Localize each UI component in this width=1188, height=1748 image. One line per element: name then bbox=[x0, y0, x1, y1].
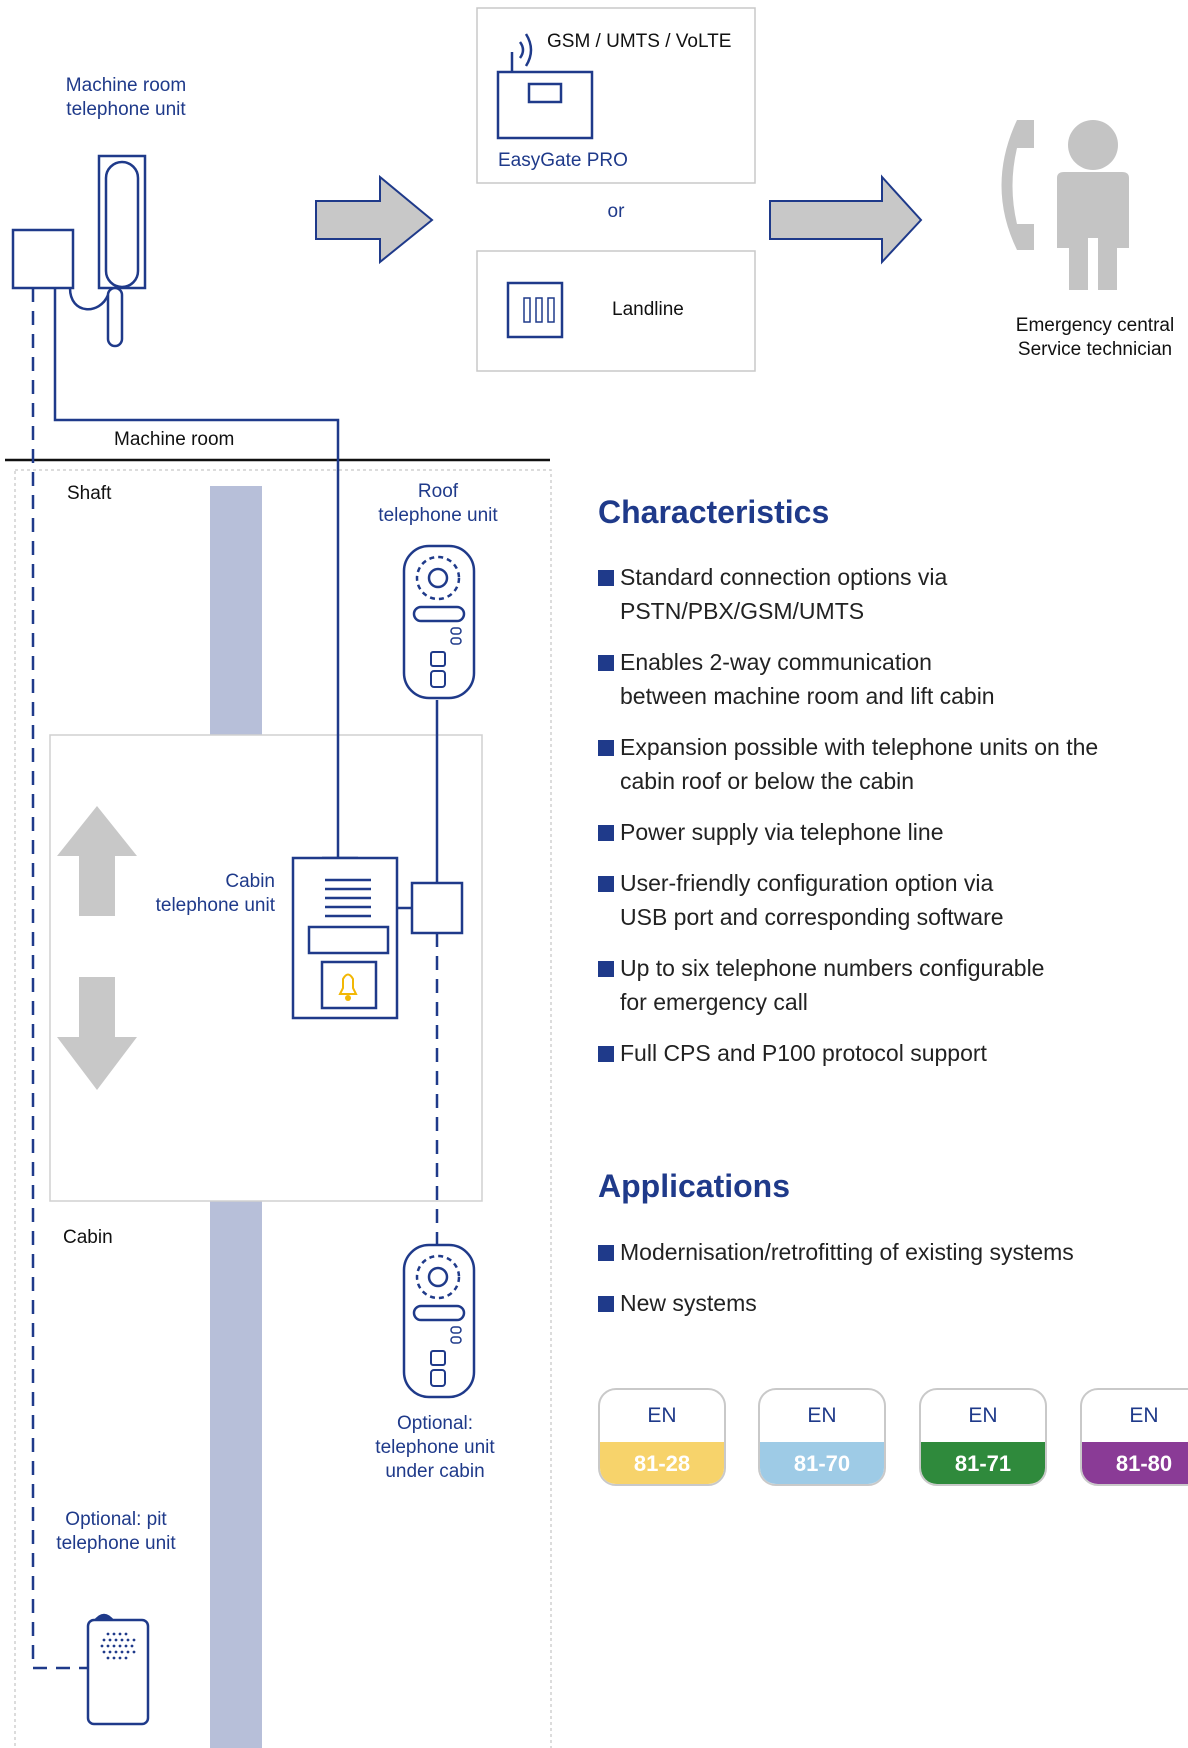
list-item-text: Enables 2-way communication between mach… bbox=[620, 649, 995, 709]
bullet-square-icon bbox=[598, 1245, 614, 1261]
up-arrow-icon bbox=[57, 806, 137, 916]
list-item: Power supply via telephone line bbox=[598, 815, 1178, 849]
badge-code: 81-80 bbox=[1082, 1442, 1188, 1484]
shaft-outline bbox=[14, 469, 552, 1748]
pit-connection-line bbox=[31, 288, 88, 1670]
cabin-unit-label: Cabin telephone unit bbox=[155, 871, 275, 916]
characteristics-list: Standard connection options via PSTN/PBX… bbox=[598, 560, 1178, 1087]
landline-socket-icon bbox=[506, 281, 564, 339]
flow-arrow-2 bbox=[769, 174, 923, 265]
landline-label: Landline bbox=[612, 299, 684, 320]
pit-unit-label: Optional: pit telephone unit bbox=[56, 1509, 176, 1554]
pit-telephone-unit bbox=[86, 1613, 150, 1726]
list-item-text: User-friendly configuration option via U… bbox=[620, 870, 1004, 930]
applications-list: Modernisation/retrofitting of existing s… bbox=[598, 1235, 1178, 1337]
list-item: New systems bbox=[598, 1286, 1178, 1320]
characteristics-heading: Characteristics bbox=[598, 494, 830, 530]
list-item-text: Up to six telephone numbers configurable… bbox=[620, 955, 1045, 1015]
list-item: Expansion possible with telephone units … bbox=[598, 730, 1178, 798]
shaft-label: Shaft bbox=[67, 483, 112, 504]
bell-icon bbox=[338, 973, 358, 1001]
bullet-square-icon bbox=[598, 961, 614, 977]
standard-badge: EN 81-80 bbox=[1080, 1388, 1188, 1486]
standard-badge: EN 81-71 bbox=[919, 1388, 1047, 1486]
or-label: or bbox=[607, 201, 625, 222]
bullet-square-icon bbox=[598, 825, 614, 841]
list-item: Standard connection options via PSTN/PBX… bbox=[598, 560, 1178, 628]
list-item-text: Expansion possible with telephone units … bbox=[620, 734, 1099, 794]
bullet-square-icon bbox=[598, 570, 614, 586]
under-cabin-unit-label: Optional: telephone unit under cabin bbox=[375, 1413, 495, 1482]
bullet-square-icon bbox=[598, 655, 614, 671]
bullet-square-icon bbox=[598, 1296, 614, 1312]
person-icon bbox=[1057, 120, 1129, 290]
bullet-square-icon bbox=[598, 876, 614, 892]
standard-badge: EN 81-28 bbox=[598, 1388, 726, 1486]
down-arrow-icon bbox=[57, 977, 137, 1090]
list-item: User-friendly configuration option via U… bbox=[598, 866, 1178, 934]
list-item-text: Standard connection options via PSTN/PBX… bbox=[620, 564, 948, 624]
badge-code: 81-70 bbox=[760, 1442, 884, 1484]
standard-badge: EN 81-70 bbox=[758, 1388, 886, 1486]
roof-telephone-unit bbox=[402, 544, 476, 700]
easygate-device-icon bbox=[496, 33, 594, 140]
list-item-text: Power supply via telephone line bbox=[620, 819, 944, 845]
badge-code: 81-71 bbox=[921, 1442, 1045, 1484]
list-item-text: Modernisation/retrofitting of existing s… bbox=[620, 1239, 1074, 1265]
flow-arrow-1 bbox=[315, 174, 434, 265]
emergency-label: Emergency central Service technician bbox=[1015, 315, 1175, 360]
easygate-box bbox=[476, 7, 756, 184]
roof-unit-label: Roof telephone unit bbox=[378, 481, 498, 526]
machine-room-label: Machine room bbox=[114, 429, 235, 450]
badge-label: EN bbox=[647, 1404, 677, 1427]
badge-code: 81-28 bbox=[600, 1442, 724, 1484]
machine-room-telephone-unit bbox=[11, 154, 147, 348]
machine-room-unit-label: Machine room telephone unit bbox=[65, 75, 187, 120]
easygate-label: EasyGate PRO bbox=[498, 150, 628, 171]
badge-label: EN bbox=[807, 1404, 837, 1427]
cabin-telephone-unit bbox=[291, 856, 399, 1020]
gsm-label: GSM / UMTS / VoLTE bbox=[547, 31, 732, 52]
machine-to-cabin-line bbox=[53, 288, 340, 858]
badge-label: EN bbox=[1129, 1404, 1159, 1427]
list-item: Modernisation/retrofitting of existing s… bbox=[598, 1235, 1178, 1269]
cabin-box bbox=[49, 734, 483, 1202]
list-item: Full CPS and P100 protocol support bbox=[598, 1036, 1178, 1070]
emergency-phone-icon bbox=[1001, 120, 1034, 250]
list-item: Enables 2-way communication between mach… bbox=[598, 645, 1178, 713]
list-item: Up to six telephone numbers configurable… bbox=[598, 951, 1178, 1019]
list-item-text: New systems bbox=[620, 1290, 757, 1316]
junction-box bbox=[410, 881, 464, 935]
bullet-square-icon bbox=[598, 740, 614, 756]
list-item-text: Full CPS and P100 protocol support bbox=[620, 1040, 987, 1066]
under-cabin-telephone-unit bbox=[402, 1243, 476, 1399]
badge-label: EN bbox=[968, 1404, 998, 1427]
applications-heading: Applications bbox=[598, 1168, 791, 1204]
bullet-square-icon bbox=[598, 1046, 614, 1062]
cabin-label: Cabin bbox=[63, 1227, 113, 1248]
